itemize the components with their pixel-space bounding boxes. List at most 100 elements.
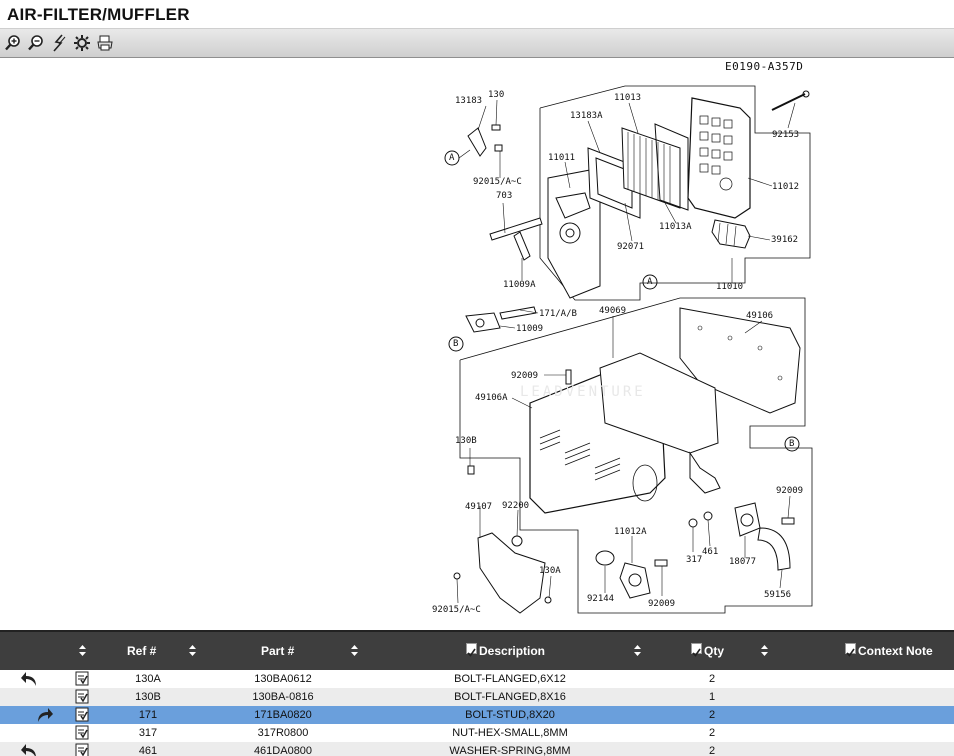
page-title: AIR-FILTER/MUFFLER xyxy=(7,5,190,24)
zoom-in-icon xyxy=(5,35,20,51)
label-49107[interactable]: 49107 xyxy=(465,502,493,512)
label-92015-a-c-lower[interactable]: 92015/A~C xyxy=(432,605,481,615)
check-icon xyxy=(467,648,476,657)
column-header-description[interactable]: Description xyxy=(479,644,546,658)
table-row-selected[interactable]: 171 171BA0820 BOLT-STUD,8X20 2 xyxy=(0,706,954,724)
label-49106a[interactable]: 49106A xyxy=(475,393,508,403)
add-to-list-icon[interactable] xyxy=(75,707,89,722)
label-92009-right[interactable]: 92009 xyxy=(776,486,804,496)
cell-qty: 1 xyxy=(708,691,716,703)
label-92153[interactable]: 92153 xyxy=(772,130,800,140)
diagram-viewer[interactable]: E0190-A357D xyxy=(0,58,954,630)
cell-description: NUT-HEX-SMALL,8MM xyxy=(452,727,568,739)
cell-qty: 2 xyxy=(708,745,716,756)
label-92015-a-c[interactable]: 92015/A~C xyxy=(473,177,522,187)
cell-description: BOLT-STUD,8X20 xyxy=(465,709,555,721)
label-92009-upper[interactable]: 92009 xyxy=(511,371,539,381)
parts-grid-header: Ref # Part # Description Qty Context Not… xyxy=(0,630,954,670)
highlight-button[interactable] xyxy=(49,33,69,53)
label-13183a[interactable]: 13183A xyxy=(570,111,603,121)
column-header-context-note[interactable]: Context Note xyxy=(858,644,933,658)
qty-column-checkbox[interactable] xyxy=(691,643,702,657)
sort-arrows-icon[interactable] xyxy=(351,645,358,656)
gear-icon xyxy=(74,35,90,51)
sort-arrows-icon[interactable] xyxy=(79,645,86,656)
table-row[interactable]: 461 461DA0800 WASHER-SPRING,8MM 2 xyxy=(0,742,954,756)
cell-description: WASHER-SPRING,8MM xyxy=(449,745,571,756)
label-317[interactable]: 317 xyxy=(686,555,703,565)
cell-part: 130BA0612 xyxy=(254,673,312,685)
callout-a-left: A xyxy=(449,153,455,163)
undo-arrow-icon[interactable] xyxy=(20,743,38,756)
undo-arrow-icon[interactable] xyxy=(20,671,38,687)
callout-b-left: B xyxy=(453,339,459,349)
print-button[interactable] xyxy=(95,33,115,53)
cell-ref: 130B xyxy=(135,691,161,703)
label-11010[interactable]: 11010 xyxy=(716,282,744,292)
cell-part: 317R0800 xyxy=(257,727,309,739)
add-to-list-icon[interactable] xyxy=(75,671,89,686)
add-to-list-icon[interactable] xyxy=(75,725,89,740)
label-11009a[interactable]: 11009A xyxy=(503,280,536,290)
label-11013a[interactable]: 11013A xyxy=(659,222,692,232)
label-11009[interactable]: 11009 xyxy=(516,324,544,334)
zoom-out-icon xyxy=(28,35,43,51)
callout-b-right: B xyxy=(789,439,795,449)
label-49106[interactable]: 49106 xyxy=(746,311,774,321)
label-49069[interactable]: 49069 xyxy=(599,306,627,316)
label-130a[interactable]: 130A xyxy=(539,566,561,576)
diagram-code: E0190-A357D xyxy=(725,60,804,73)
label-11011[interactable]: 11011 xyxy=(548,153,576,163)
cell-part: 461DA0800 xyxy=(253,745,313,756)
add-to-list-icon[interactable] xyxy=(75,689,89,704)
table-row[interactable]: 130B 130BA-0816 BOLT-FLANGED,8X16 1 xyxy=(0,688,954,706)
label-171-a-b[interactable]: 171/A/B xyxy=(539,309,577,319)
label-92200[interactable]: 92200 xyxy=(502,501,530,511)
description-column-checkbox[interactable] xyxy=(466,643,477,657)
label-92071[interactable]: 92071 xyxy=(617,242,645,252)
label-130[interactable]: 130 xyxy=(488,90,505,100)
cell-qty: 2 xyxy=(708,673,716,685)
add-to-list-icon[interactable] xyxy=(75,743,89,756)
sort-arrows-icon[interactable] xyxy=(761,645,768,656)
zoom-out-button[interactable] xyxy=(26,33,46,53)
label-39162[interactable]: 39162 xyxy=(771,235,799,245)
sort-arrows-icon[interactable] xyxy=(634,645,641,656)
parts-grid-body: 130A 130BA0612 BOLT-FLANGED,6X12 2 130B … xyxy=(0,668,954,756)
cell-description: BOLT-FLANGED,8X16 xyxy=(454,691,566,703)
lightning-icon xyxy=(53,34,66,52)
label-11013[interactable]: 11013 xyxy=(614,93,642,103)
label-13183[interactable]: 13183 xyxy=(455,96,483,106)
settings-button[interactable] xyxy=(72,33,92,53)
column-header-ref[interactable]: Ref # xyxy=(127,644,157,658)
toolbar xyxy=(0,29,954,58)
cell-part: 171BA0820 xyxy=(254,709,312,721)
label-92144[interactable]: 92144 xyxy=(587,594,615,604)
column-header-part[interactable]: Part # xyxy=(261,644,295,658)
label-18077[interactable]: 18077 xyxy=(729,557,757,567)
table-row[interactable]: 130A 130BA0612 BOLT-FLANGED,6X12 2 xyxy=(0,670,954,688)
label-461[interactable]: 461 xyxy=(702,547,719,557)
cell-ref: 171 xyxy=(138,709,158,721)
cell-ref: 130A xyxy=(135,673,161,685)
label-130b[interactable]: 130B xyxy=(455,436,477,446)
label-92009-mid[interactable]: 92009 xyxy=(648,599,676,609)
context-note-column-checkbox[interactable] xyxy=(845,643,856,657)
exploded-parts-diagram: LEADVENTURE xyxy=(444,85,813,614)
label-11012[interactable]: 11012 xyxy=(772,182,800,192)
column-header-qty[interactable]: Qty xyxy=(704,644,725,658)
check-icon xyxy=(692,648,701,657)
check-icon xyxy=(846,648,855,657)
table-row[interactable]: 317 317R0800 NUT-HEX-SMALL,8MM 2 xyxy=(0,724,954,742)
printer-icon xyxy=(97,35,113,51)
redo-arrow-icon[interactable] xyxy=(36,707,54,723)
label-703[interactable]: 703 xyxy=(496,191,513,201)
callout-a-right: A xyxy=(647,277,653,287)
cell-qty: 2 xyxy=(708,727,716,739)
zoom-in-button[interactable] xyxy=(3,33,23,53)
label-59156[interactable]: 59156 xyxy=(764,590,792,600)
label-11012a[interactable]: 11012A xyxy=(614,527,647,537)
sort-arrows-icon[interactable] xyxy=(189,645,196,656)
cell-qty: 2 xyxy=(708,709,716,721)
cell-ref: 461 xyxy=(138,745,158,756)
